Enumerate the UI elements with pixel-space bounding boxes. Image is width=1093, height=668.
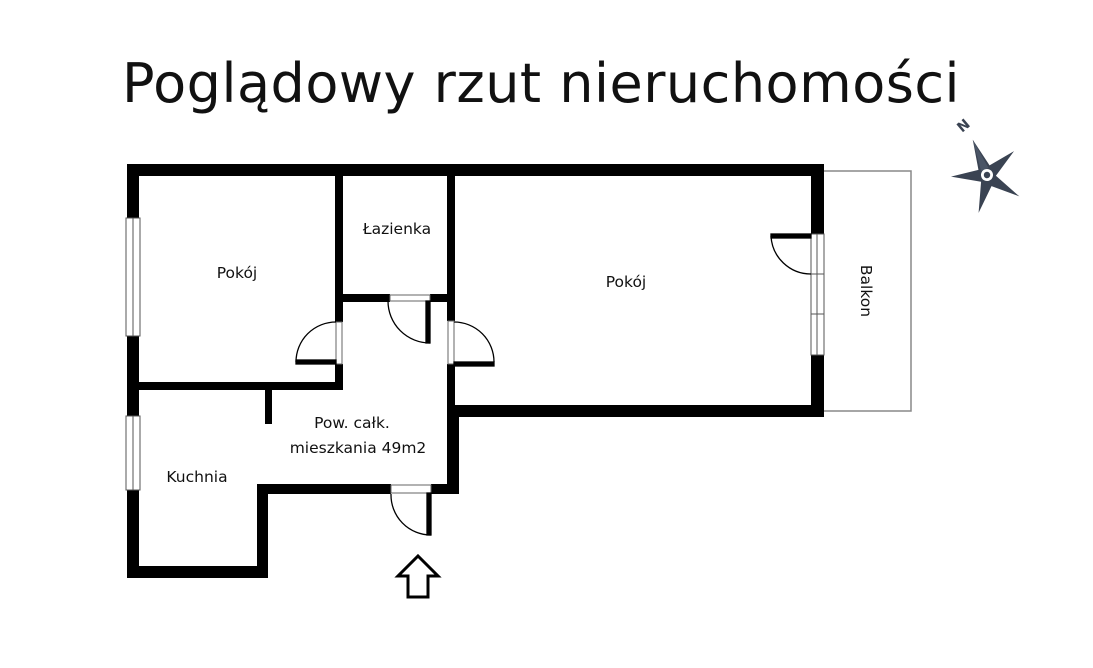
door-sills xyxy=(335,294,455,494)
area-label-line2: mieszkania 49m2 xyxy=(290,439,427,457)
entrance-arrow-icon xyxy=(394,553,442,599)
area-label-line1: Pow. całk. xyxy=(314,414,390,432)
bathroom-label: Łazienka xyxy=(362,220,431,238)
balcony-outline xyxy=(819,170,912,412)
compass-north-label: N xyxy=(954,116,973,136)
compass-icon xyxy=(950,139,1020,213)
walls xyxy=(127,164,824,578)
room-right-label: Pokój xyxy=(606,273,647,291)
windows xyxy=(125,217,825,491)
balcony-label: Balkon xyxy=(857,265,875,317)
plan-title: Poglądowy rzut nieruchomości xyxy=(122,52,961,115)
doors xyxy=(295,233,812,536)
kitchen-label: Kuchnia xyxy=(166,468,227,486)
room-left-label: Pokój xyxy=(217,264,258,282)
